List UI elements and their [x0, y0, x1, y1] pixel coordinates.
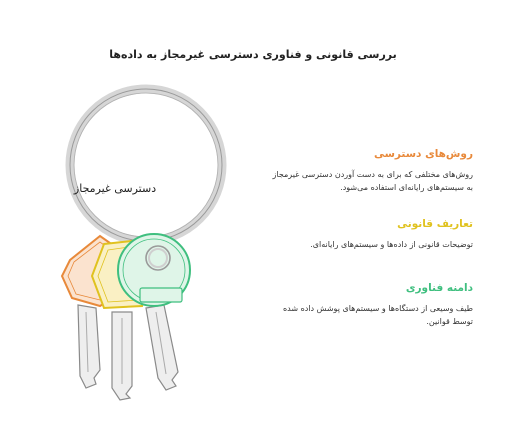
- block-heading: تعاریف قانونی: [397, 218, 473, 230]
- key-shaft-green: [145, 304, 179, 391]
- block-text: توضیحات قانونی از داده‌ها و سیستم‌های را…: [310, 240, 473, 249]
- block-text: روش‌های مختلفی که برای به دست آوردن دستر…: [272, 170, 473, 192]
- small-ring: [145, 245, 171, 271]
- info-block-access-methods: روش‌های دسترسی روش‌های مختلفی که برای به…: [268, 148, 473, 194]
- info-block-legal-definitions: تعاریف قانونی توضیحات قانونی از داده‌ها …: [268, 218, 473, 251]
- key-shaft-yellow: [111, 311, 133, 401]
- key-ring: [65, 84, 227, 246]
- block-heading: روش‌های دسترسی: [373, 148, 473, 160]
- block-text: طیف وسیعی از دستگاه‌ها و سیستم‌های پوشش …: [282, 304, 473, 326]
- ring-label: دسترسی غیرمجاز: [73, 182, 157, 195]
- diagram-title: بررسی قانونی و فناوری دسترسی غیرمجاز به …: [109, 48, 397, 61]
- key-shaft-orange: [77, 304, 101, 389]
- block-heading: دامنه فناوری: [405, 282, 473, 294]
- info-block-technology-scope: دامنه فناوری طیف وسیعی از دستگاه‌ها و سی…: [268, 282, 473, 328]
